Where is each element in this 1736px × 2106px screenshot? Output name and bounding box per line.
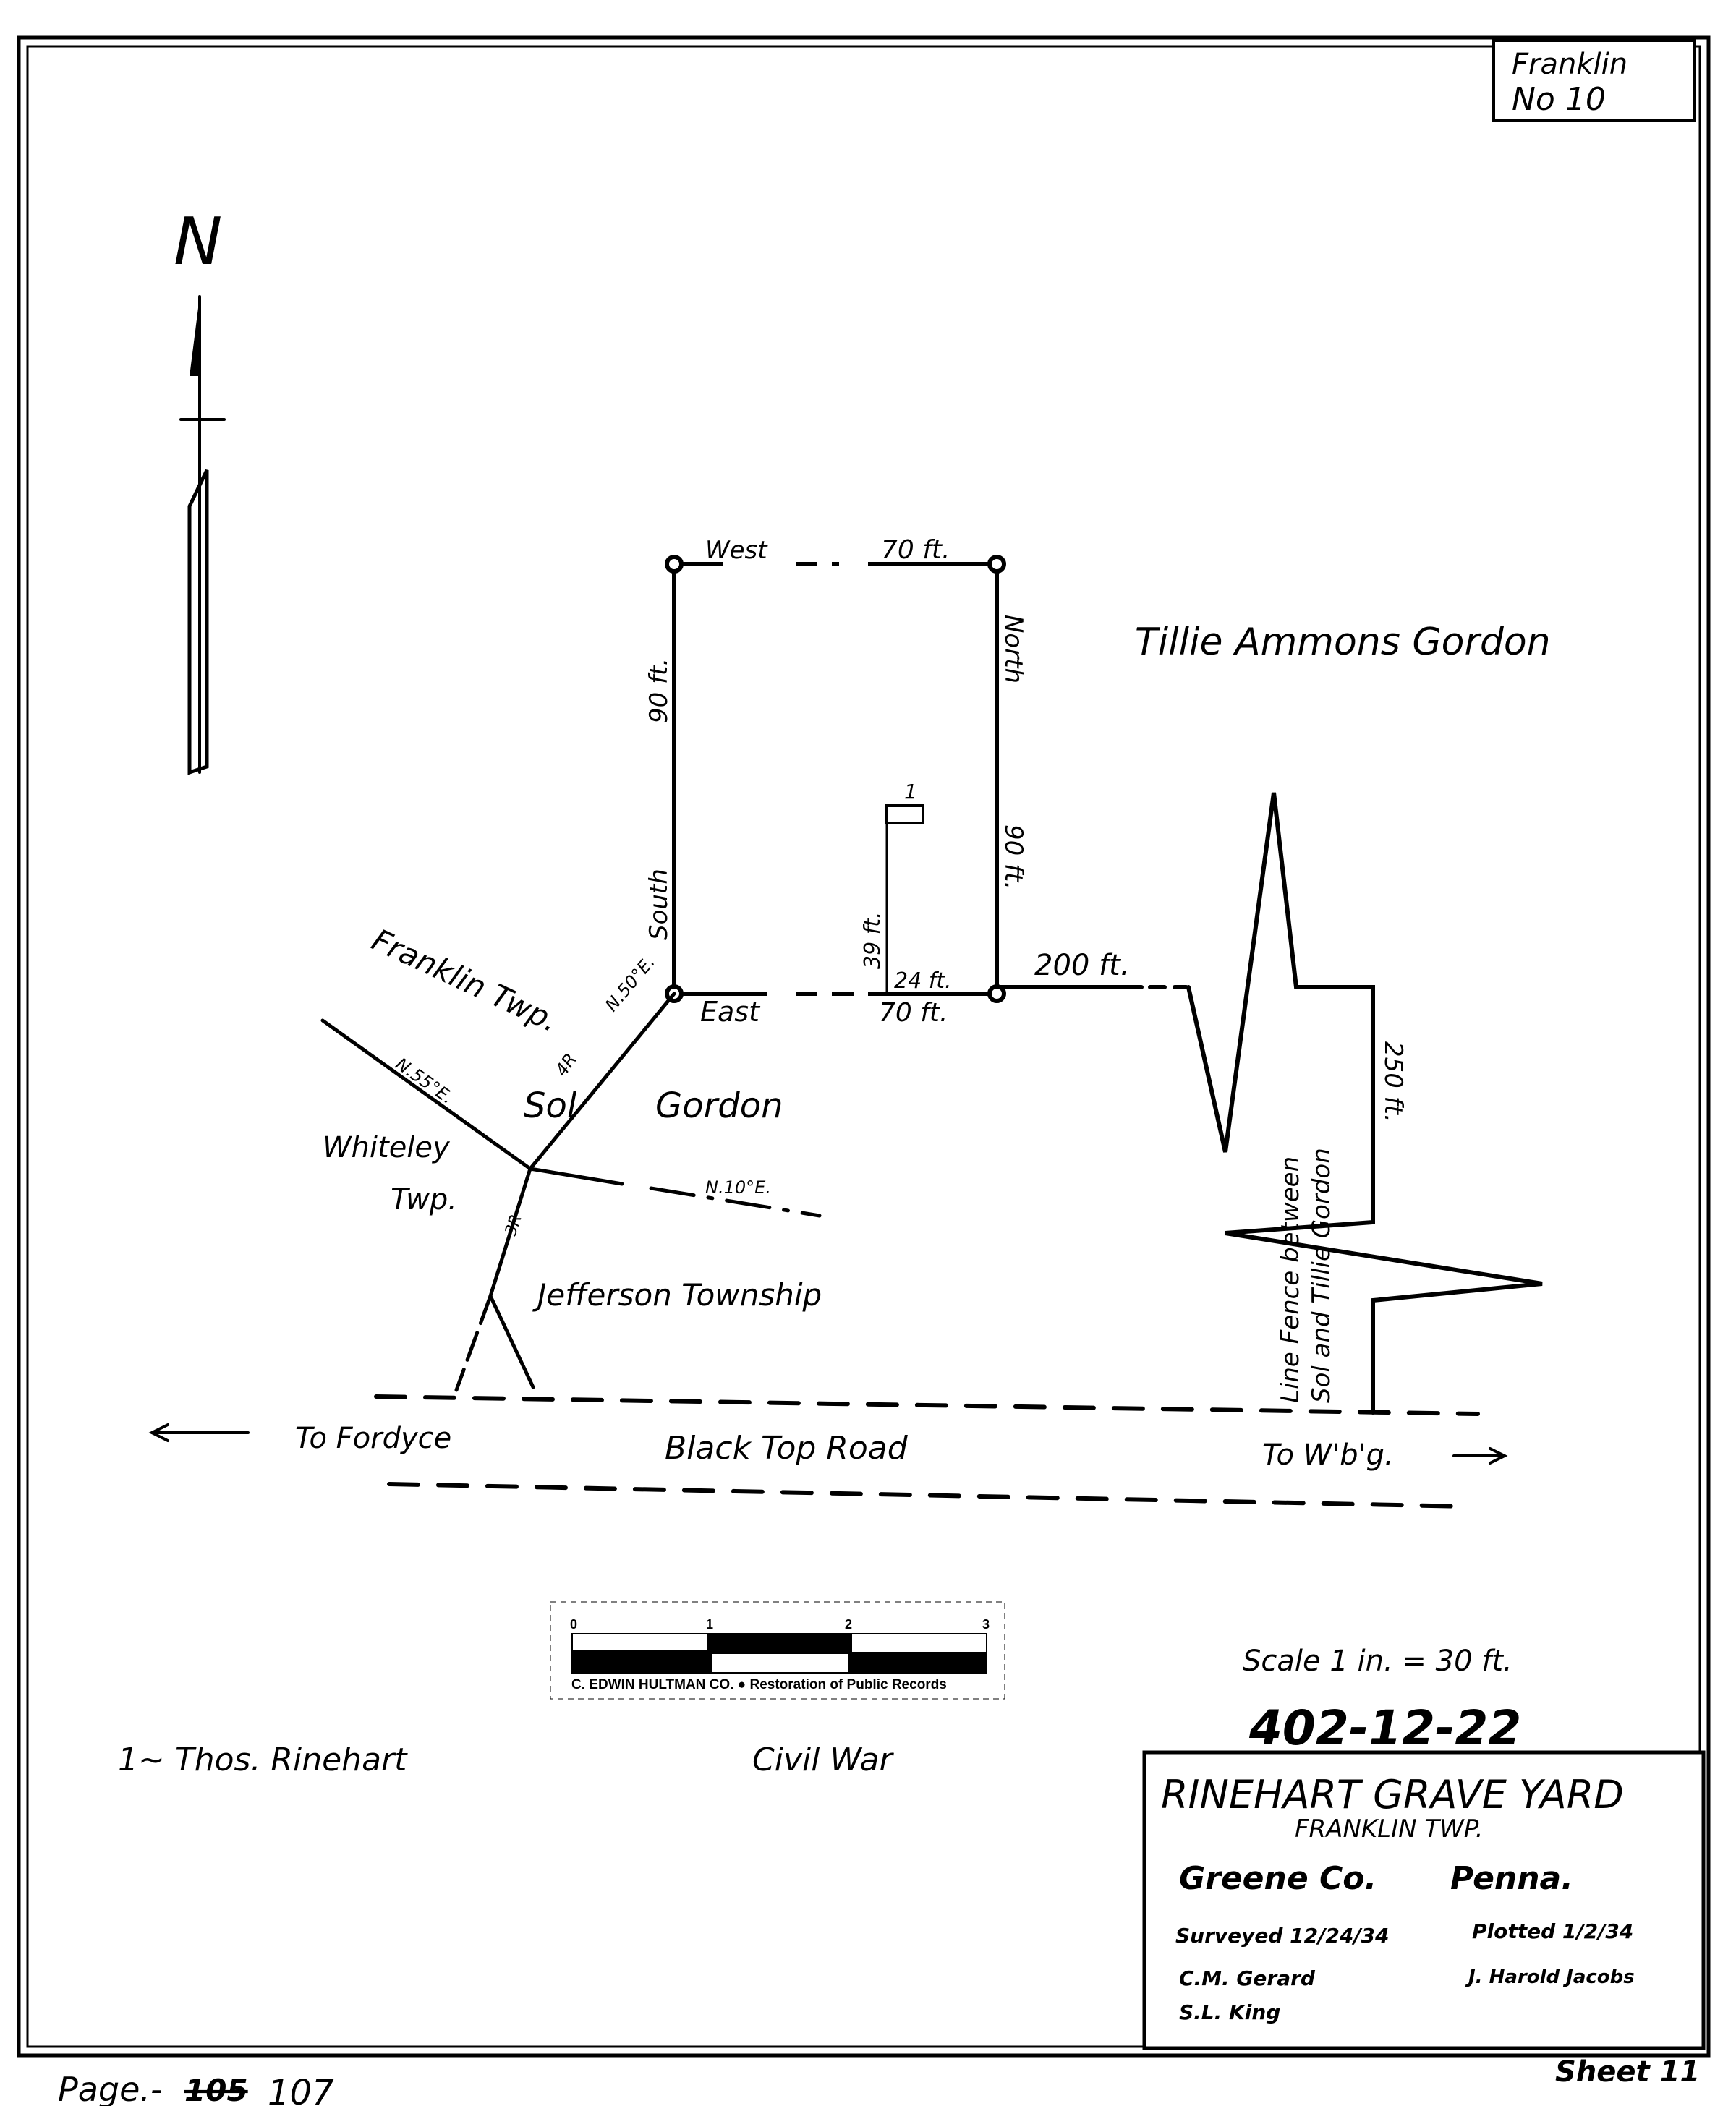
grave-horizontal-distance: 24 ft. bbox=[894, 968, 952, 994]
tract-bottom-right: 70 ft. bbox=[879, 998, 948, 1028]
surveyor-1: C.M. Gerard bbox=[1179, 1966, 1316, 1990]
road-edge-top bbox=[374, 1394, 1480, 1416]
plotted-date: Plotted 1/2/34 bbox=[1472, 1919, 1633, 1943]
scale-tick-3: 3 bbox=[982, 1617, 990, 1632]
jefferson-label: Jefferson Township bbox=[532, 1277, 822, 1313]
county: Greene Co. bbox=[1179, 1860, 1377, 1897]
corner-box-line2: No 10 bbox=[1512, 81, 1606, 118]
arrow-right-icon bbox=[1452, 1447, 1508, 1465]
whiteley-twp-label: Twp. bbox=[391, 1183, 457, 1216]
road-to-waynesburg: To W'b'g. bbox=[1262, 1438, 1394, 1472]
tract-top-left: West bbox=[705, 536, 768, 565]
scale-bar: 0 1 2 3 C. EDWIN HULTMAN CO. ● Restorati… bbox=[550, 1601, 1005, 1700]
grave-vertical-distance: 39 ft. bbox=[860, 911, 885, 969]
inner-border bbox=[26, 45, 1701, 2048]
north-arrow-icon bbox=[179, 295, 226, 775]
burial-entry: 1~ Thos. Rinehart bbox=[118, 1742, 408, 1778]
bearing-n55e: N.55°E. bbox=[392, 1054, 458, 1108]
fence-label-line2: Sol and Tillie Gordon bbox=[1307, 1148, 1336, 1403]
township-lines bbox=[320, 992, 822, 1392]
tract-left-upper: 90 ft. bbox=[644, 658, 673, 723]
tract-left-lower: South bbox=[644, 869, 673, 940]
burial-war: Civil War bbox=[752, 1742, 894, 1778]
tract-bottom-left: East bbox=[700, 996, 761, 1028]
road-name: Black Top Road bbox=[665, 1430, 909, 1467]
road-edge-bottom bbox=[387, 1482, 1469, 1509]
scale-tick-2: 2 bbox=[845, 1617, 852, 1632]
corner-box-line1: Franklin bbox=[1512, 48, 1628, 81]
distance-south: 250 ft. bbox=[1379, 1041, 1408, 1122]
grave-marker bbox=[885, 804, 924, 824]
bearing-n50e: N.50°E. bbox=[601, 952, 659, 1015]
bearing-n10e: N.10°E. bbox=[705, 1177, 771, 1198]
outer-border bbox=[17, 35, 1711, 2058]
scale-text: Scale 1 in. = 30 ft. bbox=[1243, 1645, 1512, 1678]
fence-line bbox=[1186, 792, 1543, 1415]
scale-tick-1: 1 bbox=[706, 1617, 713, 1632]
tract-right-lower: 90 ft. bbox=[999, 824, 1028, 890]
road-to-fordyce: To Fordyce bbox=[295, 1422, 451, 1455]
franklin-twp-label: Franklin Twp. bbox=[367, 922, 564, 1039]
plotter: J. Harold Jacobs bbox=[1465, 1966, 1635, 1988]
surveyor-2: S.L. King bbox=[1179, 2000, 1280, 2024]
subtitle: FRANKLIN TWP. bbox=[1295, 1815, 1483, 1843]
whiteley-label: Whiteley bbox=[323, 1131, 451, 1164]
page-label: Page.- bbox=[58, 2070, 163, 2106]
gordon-label: Gordon bbox=[655, 1086, 783, 1126]
scale-tick-0: 0 bbox=[570, 1617, 577, 1632]
distance-east: 200 ft. bbox=[1034, 949, 1130, 982]
bearing-3r: 3R bbox=[502, 1212, 526, 1238]
page-struck: 105 bbox=[184, 2073, 248, 2106]
tract-right-upper: North bbox=[999, 615, 1028, 683]
file-number: 402-12-22 bbox=[1248, 1700, 1521, 1756]
title: RINEHART GRAVE YARD bbox=[1161, 1772, 1624, 1817]
sol-label: Sol bbox=[524, 1086, 577, 1126]
arrow-left-icon bbox=[148, 1423, 250, 1442]
north-label: N bbox=[174, 204, 222, 280]
grave-number: 1 bbox=[904, 780, 917, 803]
surveyed-date: Surveyed 12/24/34 bbox=[1175, 1924, 1390, 1948]
page-number: 107 bbox=[268, 2073, 334, 2106]
sheet-number: Sheet 11 bbox=[1555, 2055, 1700, 2089]
cemetery-boundary bbox=[665, 555, 1006, 1003]
title-block bbox=[1142, 1750, 1706, 2050]
scale-credit: C. EDWIN HULTMAN CO. ● Restoration of Pu… bbox=[571, 1677, 947, 1692]
tract-top-right: 70 ft. bbox=[881, 535, 950, 565]
state: Penna. bbox=[1450, 1860, 1573, 1897]
fence-label-line1: Line Fence between bbox=[1276, 1156, 1305, 1403]
owner-north: Tillie Ammons Gordon bbox=[1135, 621, 1551, 664]
corner-box bbox=[1492, 39, 1696, 122]
bearing-4r: 4R bbox=[551, 1049, 581, 1080]
